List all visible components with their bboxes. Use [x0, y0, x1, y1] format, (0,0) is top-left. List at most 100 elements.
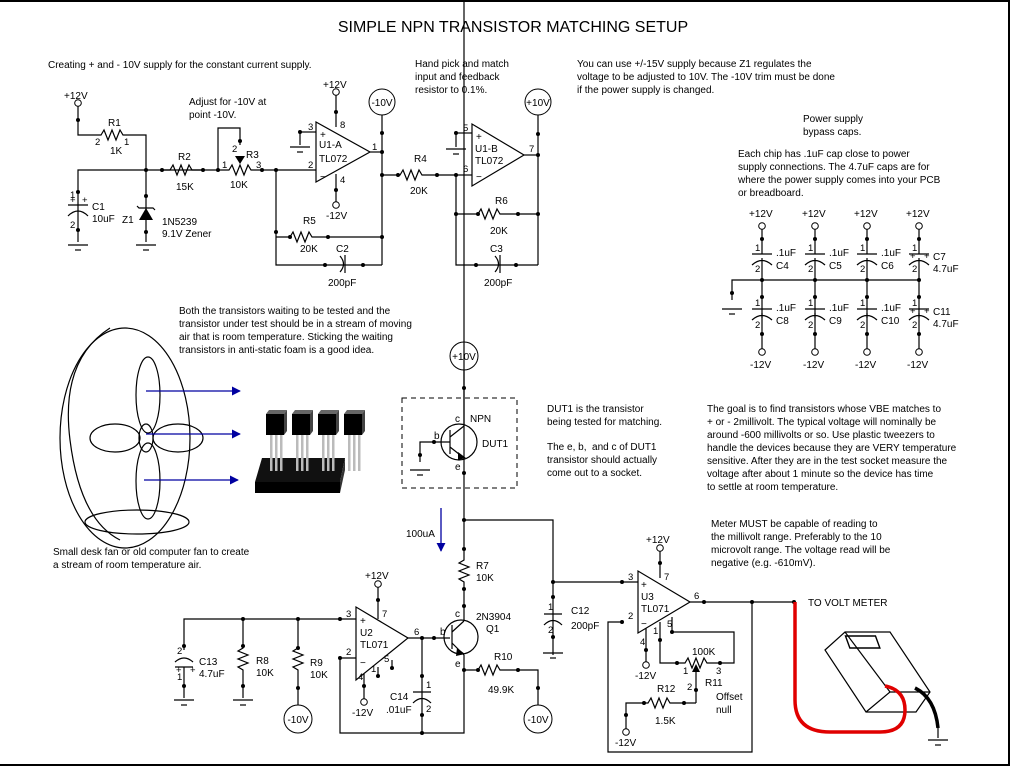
c13-value: 4.7uF — [199, 669, 225, 680]
note-bypass-desc: Each chip has .1uF cap close to power su… — [738, 149, 941, 199]
red-probe-lead — [793, 602, 907, 734]
svg-text:2: 2 — [548, 625, 553, 636]
cap-value: C11 — [933, 307, 951, 318]
node-plus10: +10V — [526, 98, 550, 109]
svg-text:2: 2 — [426, 704, 431, 715]
svg-text:2: 2 — [232, 144, 237, 155]
r2-label: R2 — [178, 152, 191, 163]
label-minus12: -12V — [352, 708, 373, 719]
q1-part: 2N3904 — [476, 612, 511, 623]
r3-value: 10K — [230, 180, 248, 191]
node-minus10: -10V — [371, 98, 392, 109]
svg-text:+: + — [924, 251, 930, 262]
waiting-transistor — [344, 410, 365, 471]
svg-text:2: 2 — [308, 160, 313, 171]
svg-text:2: 2 — [95, 137, 100, 148]
cap-label: C6 — [881, 261, 894, 272]
cap-label: C4 — [776, 261, 789, 272]
r10-label: R10 — [494, 652, 513, 663]
label-minus12: -12V — [855, 360, 876, 371]
cap-value: .1uF — [881, 303, 901, 314]
label-minus12: -12V — [326, 211, 347, 222]
label-plus12: +12V — [323, 80, 347, 91]
bypass-caps — [721, 279, 919, 315]
svg-text:6: 6 — [414, 627, 419, 638]
z1-desc: 9.1V Zener — [162, 229, 212, 240]
note-dut: DUT1 is the transistor being tested for … — [547, 404, 663, 428]
svg-text:3: 3 — [628, 572, 633, 583]
svg-text:3: 3 — [346, 609, 351, 620]
cap-value: .1uF — [829, 248, 849, 259]
svg-text:1: 1 — [912, 298, 917, 309]
r11-note2: null — [716, 705, 732, 716]
svg-text:1: 1 — [124, 137, 129, 148]
pin-b: b — [434, 431, 440, 442]
cap-value: C7 — [933, 252, 946, 263]
svg-text:8: 8 — [340, 120, 345, 131]
cap-label: C8 — [776, 316, 789, 327]
c12-value: 200pF — [571, 621, 599, 632]
u1b-label: U1-B — [475, 144, 498, 155]
u3-part: TL071 — [641, 604, 670, 615]
cap-label: 4.7uF — [933, 264, 959, 275]
pin-b: b — [440, 627, 446, 638]
pin-c: c — [455, 609, 460, 620]
r4-label: R4 — [414, 154, 427, 165]
svg-text:2: 2 — [177, 646, 182, 657]
cap-value: .1uF — [881, 248, 901, 259]
waiting-transistor — [292, 410, 313, 471]
svg-text:1: 1 — [426, 680, 431, 691]
svg-text:1: 1 — [70, 190, 75, 201]
note-supply-range: You can use +/-15V supply because Z1 reg… — [577, 59, 835, 96]
transistor-row — [266, 410, 365, 471]
r6-label: R6 — [495, 196, 508, 207]
svg-text:1: 1 — [860, 243, 865, 254]
r10-value: 49.9K — [488, 685, 514, 696]
dut-socket-box — [401, 397, 518, 489]
z1-value: 1N5239 — [162, 217, 197, 228]
r8-label: R8 — [256, 656, 269, 667]
svg-text:7: 7 — [529, 144, 534, 155]
svg-text:1: 1 — [755, 298, 760, 309]
c12-label: C12 — [571, 606, 590, 617]
u1a-label: U1-A — [319, 140, 342, 151]
label-plus12: +12V — [854, 209, 878, 220]
svg-text:4: 4 — [340, 175, 345, 186]
r8-value: 10K — [256, 668, 274, 679]
node-minus10: -10V — [287, 715, 308, 726]
r11-note: Offset — [716, 692, 743, 703]
r2-value: 15K — [176, 182, 194, 193]
cap-label: C10 — [881, 316, 900, 327]
r12-label: R12 — [657, 684, 676, 695]
dut-type: NPN — [470, 414, 491, 425]
svg-text:1: 1 — [808, 298, 813, 309]
svg-text:7: 7 — [664, 572, 669, 583]
label-plus12: +12V — [64, 91, 88, 102]
u1b-inverter: R4 20K +− U1-B TL072 56 7 +10V R6 20K C3… — [382, 88, 552, 289]
r6-value: 20K — [490, 226, 508, 237]
u1a-opamp: +− U1-A TL072 32 +12V 8 -12V 4 1 -10V R5… — [274, 80, 396, 289]
r4-value: 20K — [410, 186, 428, 197]
black-probe-lead — [914, 686, 940, 729]
terminal-plus12 — [863, 222, 871, 230]
c2-label: C2 — [336, 244, 349, 255]
label-minus12: -12V — [635, 671, 656, 682]
u2-part: TL071 — [360, 640, 389, 651]
svg-text:2: 2 — [808, 264, 813, 275]
svg-text:+: + — [320, 130, 326, 141]
fan-illustration — [59, 327, 241, 549]
r7-value: 10K — [476, 573, 494, 584]
c1-label: C1 — [92, 202, 105, 213]
z1-label: Z1 — [122, 215, 134, 226]
svg-text:−: − — [360, 658, 366, 669]
svg-text:4: 4 — [358, 672, 363, 683]
u1b-part: TL072 — [475, 156, 504, 167]
svg-text:+: + — [70, 195, 76, 206]
pin-e: e — [455, 659, 461, 670]
label-plus12: +12V — [906, 209, 930, 220]
label-plus12: +12V — [802, 209, 826, 220]
page-title: SIMPLE NPN TRANSISTOR MATCHING SETUP — [338, 19, 688, 36]
q1-label: Q1 — [486, 624, 500, 635]
svg-text:1: 1 — [372, 142, 377, 153]
r11-label: R11 — [705, 678, 723, 689]
